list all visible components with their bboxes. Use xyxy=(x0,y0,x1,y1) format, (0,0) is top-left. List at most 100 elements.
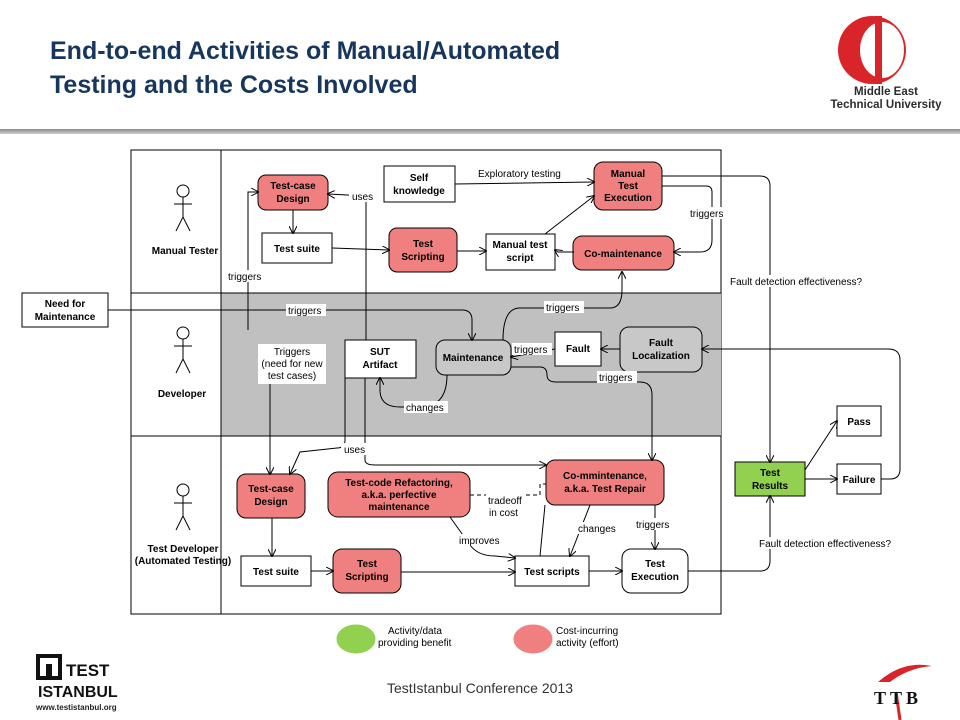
test-repair-label-2: a.k.a. Test Repair xyxy=(564,484,646,495)
edge-maintenance-to-comaint xyxy=(502,272,622,341)
sut-artifact-node xyxy=(344,339,417,379)
test-suite-auto-node xyxy=(240,555,312,587)
metu-logo-line-1: Middle East xyxy=(854,86,918,98)
need-for-maintenance-label-1: Need for xyxy=(45,299,86,310)
testistanbul-logo: TEST ISTANBUL xyxy=(36,654,118,701)
fault-label: Fault xyxy=(566,344,591,355)
test-developer-actor-icon xyxy=(174,483,192,531)
developer-actor-icon xyxy=(174,326,192,374)
test-code-refactoring-label-1: Test-code Refactoring, xyxy=(345,478,453,489)
lane-label-automated-testing: (Automated Testing) xyxy=(135,556,231,567)
test-scripting-auto-label-2: Scripting xyxy=(345,572,388,583)
edge-triggers-left xyxy=(247,192,258,330)
need-for-maintenance-box xyxy=(21,292,109,328)
lane-label-manual-tester: Manual Tester xyxy=(152,246,219,257)
manual-test-execution-label-1: Manual xyxy=(611,169,646,180)
test-repair-node xyxy=(545,459,665,506)
slide-title-line-2: Testing and the Costs Involved xyxy=(50,71,418,99)
edge-repair-to-scripts xyxy=(539,504,546,557)
test-code-refactoring-label-2: a.k.a. perfective xyxy=(361,490,436,501)
lane-label-test-developer: Test Developer xyxy=(148,544,219,555)
fault-localization-label-2: Localization xyxy=(632,351,690,362)
label-fault-detection-bottom: Fault detection effectiveness? xyxy=(759,539,892,550)
need-for-maintenance-label-2: Maintenance xyxy=(35,312,96,323)
label-tradeoff-2: in cost xyxy=(489,508,518,519)
fault-localization-node xyxy=(619,326,703,373)
legend-benefit-swatch xyxy=(336,624,376,654)
edge-failure-to-localization xyxy=(702,349,901,480)
test-repair-label-1: Co-mmintenance, xyxy=(563,471,647,482)
manual-tester-actor-icon xyxy=(174,184,192,232)
test-execution-label-2: Execution xyxy=(631,572,679,583)
test-scripting-manual-label-2: Scripting xyxy=(401,252,444,263)
edge-auto-exec-to-results xyxy=(688,496,770,572)
manual-test-script-label-2: script xyxy=(506,253,534,264)
test-suite-auto-label: Test suite xyxy=(253,567,299,578)
edge-need-to-maintenance xyxy=(108,309,472,340)
triggers-note-label-2: (need for new xyxy=(261,359,323,370)
label-changes-scripts: changes xyxy=(578,524,616,535)
self-knowledge-label-2: knowledge xyxy=(393,186,445,197)
triggers-note-label-1: Triggers xyxy=(274,347,310,358)
label-triggers-need: triggers xyxy=(288,306,321,317)
label-triggers-manual-exec: triggers xyxy=(690,209,723,220)
fault-node xyxy=(554,331,602,367)
testistanbul-logo-istanbul: ISTANBUL xyxy=(38,684,118,701)
edge-labels: uses Exploratory testing triggers trigge… xyxy=(226,167,905,550)
test-execution-label-1: Test xyxy=(645,559,665,570)
edge-exec-to-results xyxy=(662,175,770,462)
manual-test-script-node xyxy=(485,233,556,271)
metu-logo-bar xyxy=(875,16,882,84)
test-case-design-auto-node xyxy=(236,473,306,519)
co-maintenance-manual-label: Co-maintenance xyxy=(584,249,662,260)
legend-cost-swatch xyxy=(513,624,553,654)
edge-suite-to-scripting xyxy=(331,248,389,250)
label-triggers-fault: triggers xyxy=(514,345,547,356)
test-scripting-auto-label-1: Test xyxy=(357,559,377,570)
self-knowledge-label-1: Self xyxy=(410,173,429,184)
edge-exploratory xyxy=(454,182,594,184)
edge-triggers-down xyxy=(511,366,652,460)
footer-text: TestIstanbul Conference 2013 xyxy=(386,680,573,696)
edge-sut-to-repair xyxy=(364,378,546,465)
test-scripting-manual-label-1: Test xyxy=(413,239,433,250)
fault-localization-label-1: Fault xyxy=(649,338,674,349)
metu-logo xyxy=(838,16,906,84)
slide-title-line-1: End-to-end Activities of Manual/Automate… xyxy=(50,37,561,65)
test-scripts-label: Test scripts xyxy=(524,567,580,578)
manual-test-execution-label-3: Execution xyxy=(604,193,652,204)
label-uses-bottom: uses xyxy=(344,445,365,456)
test-execution-node xyxy=(621,548,689,594)
manual-test-execution-label-2: Test xyxy=(618,181,638,192)
pass-label: Pass xyxy=(847,417,871,428)
label-improves: improves xyxy=(459,536,500,547)
triggers-note-label-3: test cases) xyxy=(268,371,316,382)
edge-comaint-to-script xyxy=(555,250,574,252)
legend-cost-label-2: activity (effort) xyxy=(556,638,619,649)
self-knowledge-node xyxy=(383,165,456,203)
edges xyxy=(108,175,901,572)
legend: Activity/data providing benefit Cost-inc… xyxy=(336,624,619,654)
label-triggers-exec: triggers xyxy=(636,520,669,531)
label-uses-top: uses xyxy=(352,192,373,203)
edge-results-to-pass xyxy=(804,421,837,471)
test-case-design-auto-label-2: Design xyxy=(254,497,287,508)
legend-benefit-label-1: Activity/data xyxy=(388,626,442,637)
ttb-logo xyxy=(878,664,932,720)
label-triggers-down: triggers xyxy=(599,373,632,384)
manual-test-script-label-1: Manual test xyxy=(492,240,548,251)
test-scripting-auto-node xyxy=(332,548,402,594)
test-case-design-manual-label-1: Test-case xyxy=(270,181,316,192)
label-changes-sut: changes xyxy=(406,403,444,414)
lane-label-developer: Developer xyxy=(158,389,206,400)
label-fault-detection-top: Fault detection effectiveness? xyxy=(730,277,863,288)
triggers-note-box xyxy=(258,344,326,384)
metu-logo-text: Middle East Technical University xyxy=(822,86,950,112)
ttb-logo-text: TTB xyxy=(874,688,923,708)
test-results-label-1: Test xyxy=(760,468,780,479)
edge-script-to-exec xyxy=(544,196,594,235)
testistanbul-logo-test: TEST xyxy=(66,661,110,680)
test-scripts-node xyxy=(514,555,590,587)
failure-node xyxy=(836,463,882,495)
sut-artifact-label-2: Artifact xyxy=(362,360,398,371)
